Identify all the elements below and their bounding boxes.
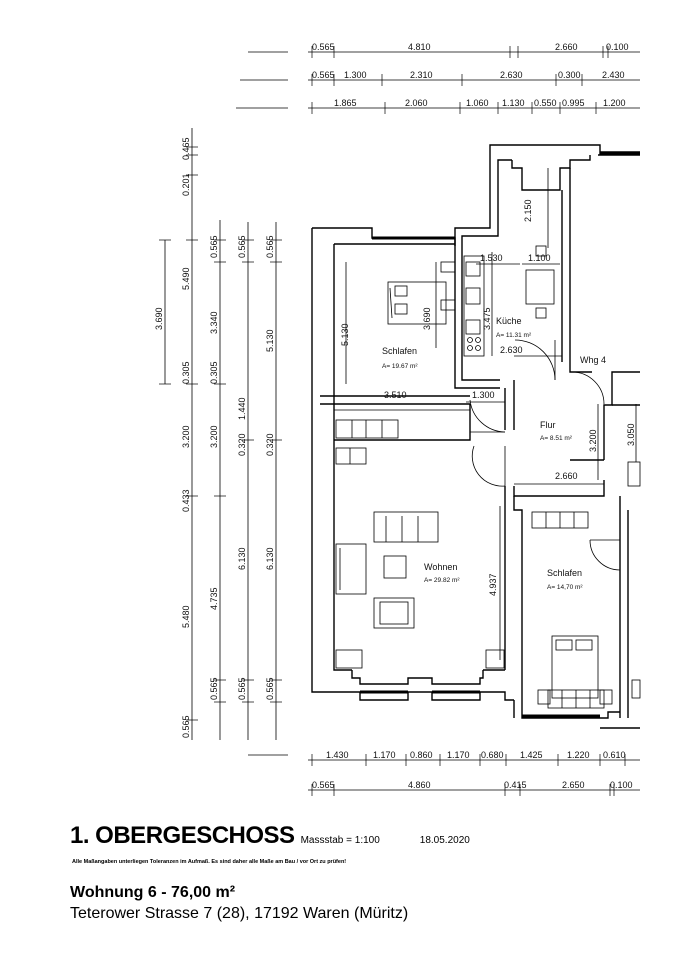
dim-left-2: 3.200 <box>181 425 191 448</box>
room-wohnen-area: A= 29.82 m² <box>424 577 460 584</box>
dim-bottom-1: 0.680 <box>481 750 504 760</box>
dim-left-3: 4.735 <box>209 587 219 610</box>
dim-left-3: 0.565 <box>209 677 219 700</box>
dim-bottom-1: 0.610 <box>603 750 626 760</box>
dim-hall-gap: 1.300 <box>472 390 495 400</box>
dim-kitchen-h: 3.475 <box>482 307 492 330</box>
dim-left-5: 0.565 <box>265 235 275 258</box>
dim-bottom-1: 1.220 <box>567 750 590 760</box>
room-flur-label: Flur <box>540 420 556 430</box>
room-kueche-area: A= 11.31 m² <box>496 332 532 339</box>
dim-right-h: 3.050 <box>626 423 636 446</box>
dim-left-2: 0.433 <box>181 489 191 512</box>
dim-top-2: 2.430 <box>602 70 625 80</box>
dim-top-1: 0.100 <box>606 42 629 52</box>
dim-left-1: 0.465 <box>181 137 191 160</box>
dim-left-4: 1.440 <box>237 397 247 420</box>
dim-bottom-1: 1.430 <box>326 750 349 760</box>
dim-left-4: 6.130 <box>237 547 247 570</box>
dim-left-3: 3.200 <box>209 425 219 448</box>
dim-bed1-h2: 3.690 <box>422 307 432 330</box>
dim-top-3: 0.550 <box>534 98 557 108</box>
dim-bottom-1: 1.170 <box>447 750 470 760</box>
dim-left-5: 0.320 <box>265 433 275 456</box>
dim-bottom-2: 0.415 <box>504 780 527 790</box>
dim-kitchen-w1: 1.530 <box>480 253 503 263</box>
dim-top-2: 0.565 <box>312 70 335 80</box>
dim-kitchen-top: 2.150 <box>523 199 533 222</box>
dim-top-3: 1.865 <box>334 98 357 108</box>
dim-top-3: 0.995 <box>562 98 585 108</box>
dim-top-2: 2.630 <box>500 70 523 80</box>
dim-top-3: 1.060 <box>466 98 489 108</box>
dim-left-1: 3.690 <box>154 307 164 330</box>
dim-left-2: 0.565 <box>181 715 191 738</box>
dim-bed1-h: 5.130 <box>340 323 350 346</box>
scale-label: Massstab = 1:100 <box>300 835 380 846</box>
dim-top-1: 0.565 <box>312 42 335 52</box>
dim-top-3: 1.200 <box>603 98 626 108</box>
plan-date: 18.05.2020 <box>419 835 470 846</box>
dim-left-4: 0.320 <box>237 433 247 456</box>
dim-left-5: 6.130 <box>265 547 275 570</box>
dim-bed1-w: 3.510 <box>384 390 407 400</box>
title-block: 1. OBERGESCHOSS Massstab = 1:100 18.05.202… <box>70 822 670 850</box>
room-schlafen-1-label: Schlafen <box>382 346 417 356</box>
dim-left-3: 3.340 <box>209 311 219 334</box>
dim-bottom-2: 0.100 <box>610 780 633 790</box>
dim-kitchen-w2: 1.100 <box>528 253 551 263</box>
dim-left-2: 5.480 <box>181 605 191 628</box>
room-flur-area: A= 8.51 m² <box>540 435 573 442</box>
dim-top-3: 1.130 <box>502 98 525 108</box>
dim-left-2: 0.305 <box>181 361 191 384</box>
unit-whg4-label: Whg 4 <box>580 355 606 365</box>
room-schlafen-1-area: A= 19.67 m² <box>382 363 418 370</box>
dim-top-3: 2.060 <box>405 98 428 108</box>
dim-kitchen-w3: 2.630 <box>500 345 523 355</box>
room-kueche-label: Küche <box>496 316 522 326</box>
dim-bottom-2: 4.860 <box>408 780 431 790</box>
dim-left-4: 0.565 <box>237 235 247 258</box>
room-schlafen-2-area: A= 14,70 m² <box>547 584 583 591</box>
dim-bottom-1: 1.425 <box>520 750 543 760</box>
address: Teterower Strasse 7 (28), 17192 Waren (M… <box>70 905 409 922</box>
dim-top-1: 4.810 <box>408 42 431 52</box>
dim-left-4: 0.565 <box>237 677 247 700</box>
dim-left-5: 0.565 <box>265 677 275 700</box>
dim-living-h: 4.937 <box>488 573 498 596</box>
dim-left-1: 0.201 <box>181 173 191 196</box>
room-wohnen-label: Wohnen <box>424 562 457 572</box>
dim-hall-w: 2.660 <box>555 471 578 481</box>
dim-top-2: 1.300 <box>344 70 367 80</box>
dim-bottom-2: 0.565 <box>312 780 335 790</box>
dim-top-1: 2.660 <box>555 42 578 52</box>
dim-top-2: 2.310 <box>410 70 433 80</box>
dim-left-5: 5.130 <box>265 329 275 352</box>
dim-left-2: 5.490 <box>181 267 191 290</box>
floor-title: 1. OBERGESCHOSS <box>70 822 295 849</box>
tolerance-note: Alle Maßangaben unterliegen Toleranzen i… <box>72 859 347 865</box>
dim-bottom-1: 0.860 <box>410 750 433 760</box>
dim-left-3: 0.565 <box>209 235 219 258</box>
dim-hall-h: 3.200 <box>588 429 598 452</box>
dim-bottom-2: 2.650 <box>562 780 585 790</box>
room-schlafen-2-label: Schlafen <box>547 568 582 578</box>
unit-title: Wohnung 6 - 76,00 m² <box>70 884 236 901</box>
dim-top-2: 0.300 <box>558 70 581 80</box>
dim-bottom-1: 1.170 <box>373 750 396 760</box>
dim-left-3: 0.305 <box>209 361 219 384</box>
